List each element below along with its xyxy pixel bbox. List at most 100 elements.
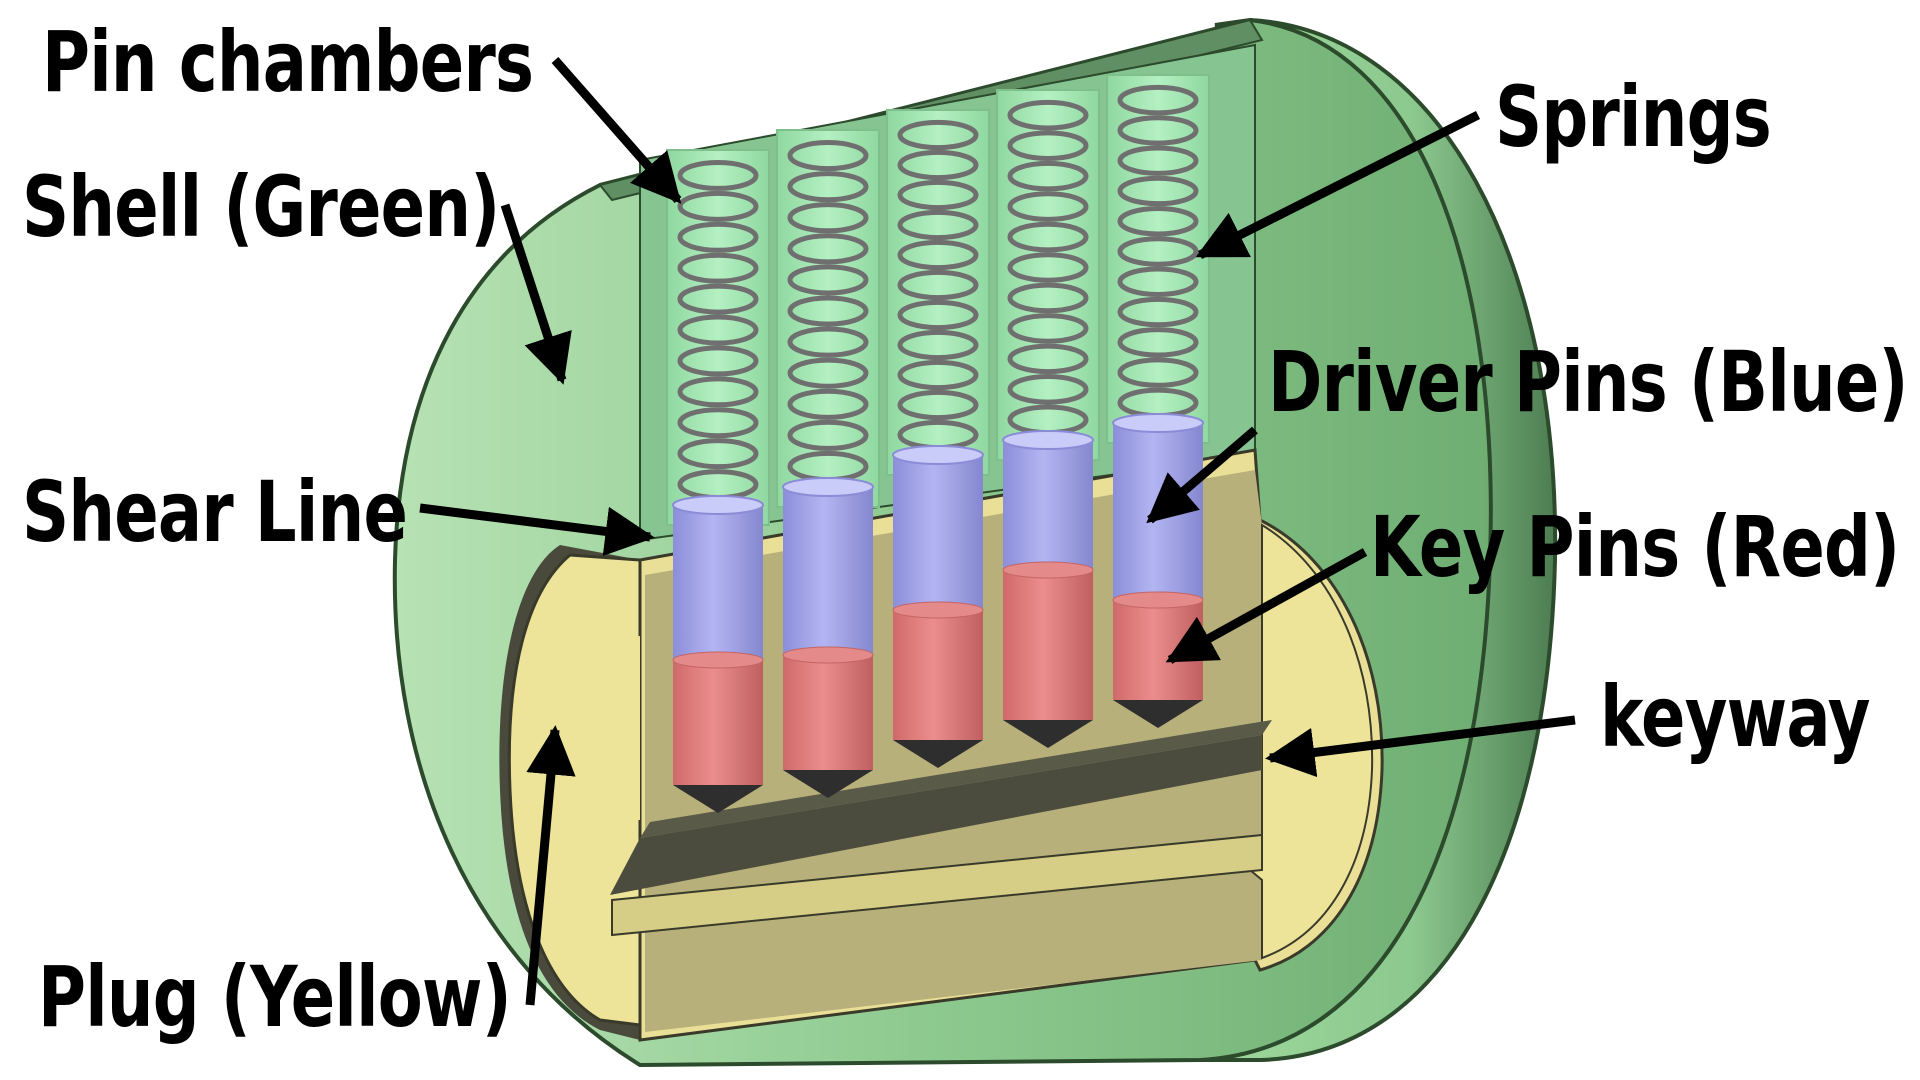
spring-coil [677,345,759,377]
keyway-slot [610,735,1262,895]
key-pin-tip [783,770,873,798]
spring-coil [787,419,869,451]
shell-label: Shell (Green) [22,158,500,256]
spring-coil [1007,160,1089,192]
spring-coil [1007,374,1089,405]
spring-coil [897,179,979,211]
spring-coil [787,326,869,358]
spring-coil [1007,343,1089,375]
driver-pin-top [1112,413,1204,433]
driver-pin-top [1002,430,1094,450]
spring-coil [1007,221,1089,253]
key-pin-top [1112,591,1204,609]
keyway-arrow [1265,715,1576,778]
driver-pin [1112,413,1204,600]
spring-coil [1007,313,1089,344]
key-pins-arrow [1165,548,1368,664]
spring-coil [1117,84,1199,116]
spring-coil [677,376,759,408]
key-pin-top [1002,561,1094,579]
callout-arrows [419,57,1576,1006]
key-pin-tip [893,740,983,768]
spring-coil [897,299,979,331]
driver-pins-label: Driver Pins (Blue) [1268,333,1908,431]
plug-arrow [525,725,576,1006]
key-pin-tip [1003,720,1093,748]
spring-coil [787,202,869,234]
driver-pin [892,445,984,610]
spring-coil [1007,99,1089,131]
spring-coil [677,314,759,346]
spring-coil [787,357,869,389]
keyway-label: keyway [1600,668,1871,766]
pin-chambers-label: Pin chambers [42,13,534,111]
spring-coil [1007,252,1089,283]
spring-coil [787,295,869,327]
spring-coil [1117,175,1199,207]
spring [897,119,979,451]
key-pin [782,646,874,798]
spring [1007,99,1089,436]
spring-coil [787,171,869,203]
key-pin-body [673,660,763,785]
spring-coil [897,359,979,391]
shear-line-label: Shear Line [22,463,408,561]
driver-pin-body [1003,440,1093,570]
spring [677,159,759,501]
spring-coil [677,407,759,439]
key-pin [672,651,764,813]
plug-lower-ledge [611,833,1263,937]
spring-coil [787,233,869,265]
driver-pin [1002,430,1094,570]
driver-pin-body [893,455,983,610]
spring-coil [897,209,979,241]
spring-coil [677,438,759,470]
spring-coil [787,264,869,296]
key-pin-body [783,655,873,770]
spring-coil [1117,357,1199,388]
key-pin-body [893,610,983,740]
spring-coil [1007,191,1089,222]
spring-coil [1117,327,1199,358]
shear-line-arrow [419,503,655,556]
key-pin-tip [1113,700,1203,728]
spring-coil [677,252,759,284]
key-pin [1002,561,1094,748]
key-pin [1112,591,1204,728]
spring-coil [677,221,759,253]
spring-coil [897,239,979,271]
driver-pin-body [783,487,873,655]
driver-pin-body [673,505,763,660]
driver-pin-top [782,477,874,497]
keyway-slot-top [640,720,1272,838]
driver-pin-top [892,445,984,465]
springs-arrow [1195,110,1481,260]
spring-coil [897,269,979,301]
spring-coil [1117,266,1199,297]
spring-coil [897,119,979,151]
driver-pins-arrow [1146,426,1258,524]
shell-arrow [500,203,572,385]
key-pin-body [1003,570,1093,720]
spring [1117,84,1199,419]
spring-coil [1117,115,1199,146]
spring-coil [897,389,979,421]
driver-pin [782,477,874,655]
spring-coil [677,283,759,315]
key-pin-top [892,601,984,619]
spring [787,139,869,483]
spring-coil [1117,296,1199,328]
key-pin-top [672,651,764,669]
spring-coil [1117,145,1199,176]
springs-label: Springs [1495,68,1772,166]
key-pin [892,601,984,768]
spring-coil [897,149,979,181]
spring-coil [787,388,869,420]
plug-label: Plug (Yellow) [38,948,512,1046]
plug-step [612,636,640,820]
key-pin-top [782,646,874,664]
driver-pin [672,495,764,660]
key-pin-tip [673,785,763,813]
